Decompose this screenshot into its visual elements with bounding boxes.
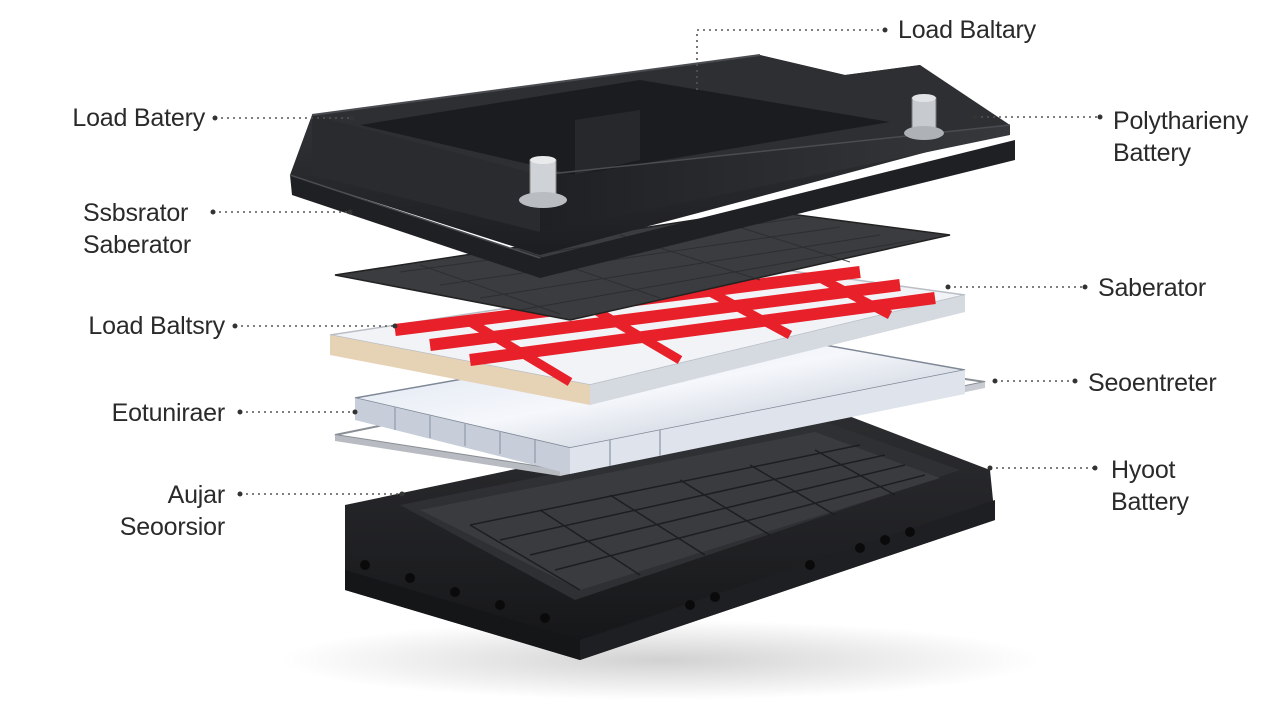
label-right-1-line1: Polytharieny [1113, 107, 1249, 135]
top-lid [289, 54, 1015, 278]
label-left-5: Aujar Seoorsior [40, 479, 225, 543]
bottom-tray [345, 405, 995, 660]
label-right-4: Hyoot Battery [1111, 454, 1189, 518]
electrode-layer [354, 329, 966, 474]
label-left-2: Ssbsrator Saberator [83, 197, 191, 261]
label-right-4-line1: Hyoot [1111, 456, 1176, 484]
label-left-3: Load Baltsry [40, 310, 225, 342]
label-right-3-text: Seoentreter [1088, 369, 1217, 397]
label-left-5-line1: Aujar [167, 481, 226, 509]
label-left-4-text: Eotuniraer [111, 399, 226, 427]
label-left-4: Eotuniraer [40, 397, 226, 429]
label-right-1: Polytharieny Battery [1113, 105, 1248, 169]
label-left-1-text: Load Batery [72, 104, 205, 132]
label-right-2: Saberator [1098, 272, 1206, 304]
label-left-2-line1: Ssbsrator [83, 199, 189, 227]
label-left-3-text: Load Baltsry [88, 312, 225, 340]
leader-lines [213, 29, 1100, 495]
leader-top-center [696, 29, 885, 90]
label-left-2-line2: Saberator [83, 231, 191, 259]
label-right-2-text: Saberator [1098, 274, 1206, 302]
terminal-right [904, 94, 944, 140]
label-right-4-line2: Battery [1111, 488, 1189, 516]
label-right-3: Seoentreter [1088, 367, 1217, 399]
floor-shadow [280, 620, 1040, 700]
label-right-1-line2: Battery [1113, 139, 1191, 167]
label-top-center: Load Baltary [898, 14, 1036, 46]
red-cell-layer [329, 266, 966, 405]
label-top-center-text: Load Baltary [898, 16, 1036, 44]
terminal-left [519, 156, 567, 208]
label-left-1: Load Batery [40, 102, 205, 134]
label-left-5-line2: Seoorsior [119, 513, 225, 541]
